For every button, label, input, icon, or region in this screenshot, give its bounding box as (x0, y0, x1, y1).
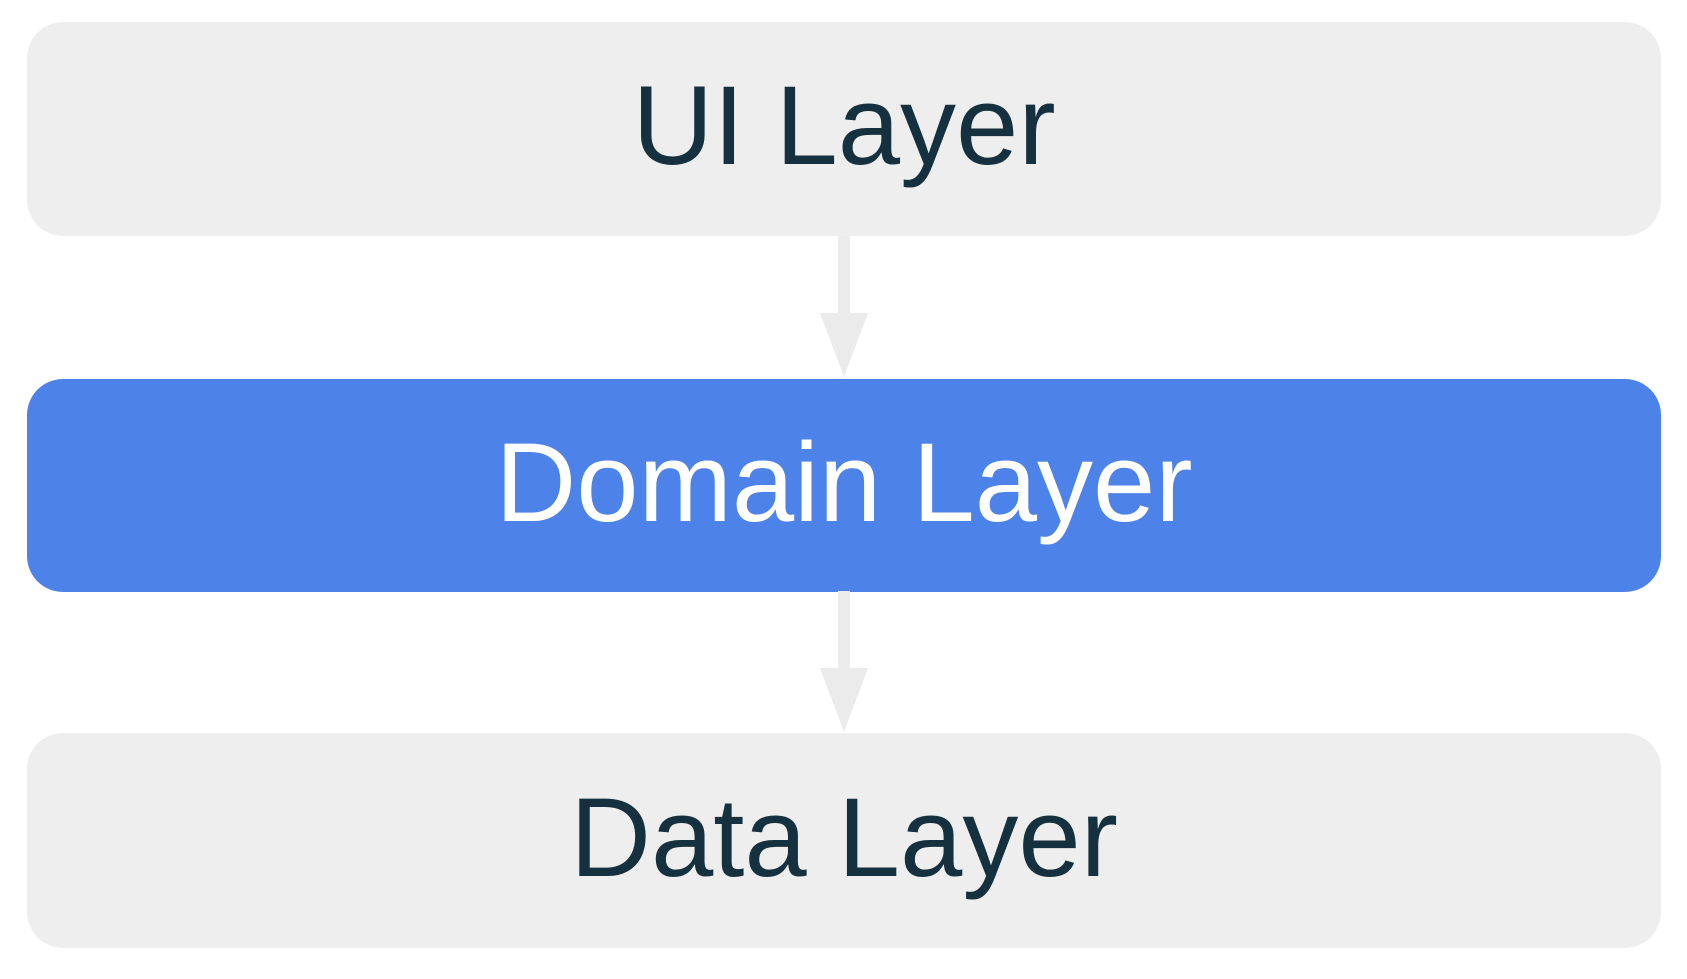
arrow-down-icon (820, 236, 868, 377)
layer-box-data: Data Layer (27, 733, 1661, 948)
layer-label-data: Data Layer (570, 774, 1118, 900)
layer-box-ui: UI Layer (27, 22, 1661, 236)
arrow-down-icon (820, 591, 868, 732)
layer-box-domain: Domain Layer (27, 379, 1661, 592)
layer-label-ui: UI Layer (632, 63, 1056, 188)
layer-label-domain: Domain Layer (495, 419, 1193, 545)
